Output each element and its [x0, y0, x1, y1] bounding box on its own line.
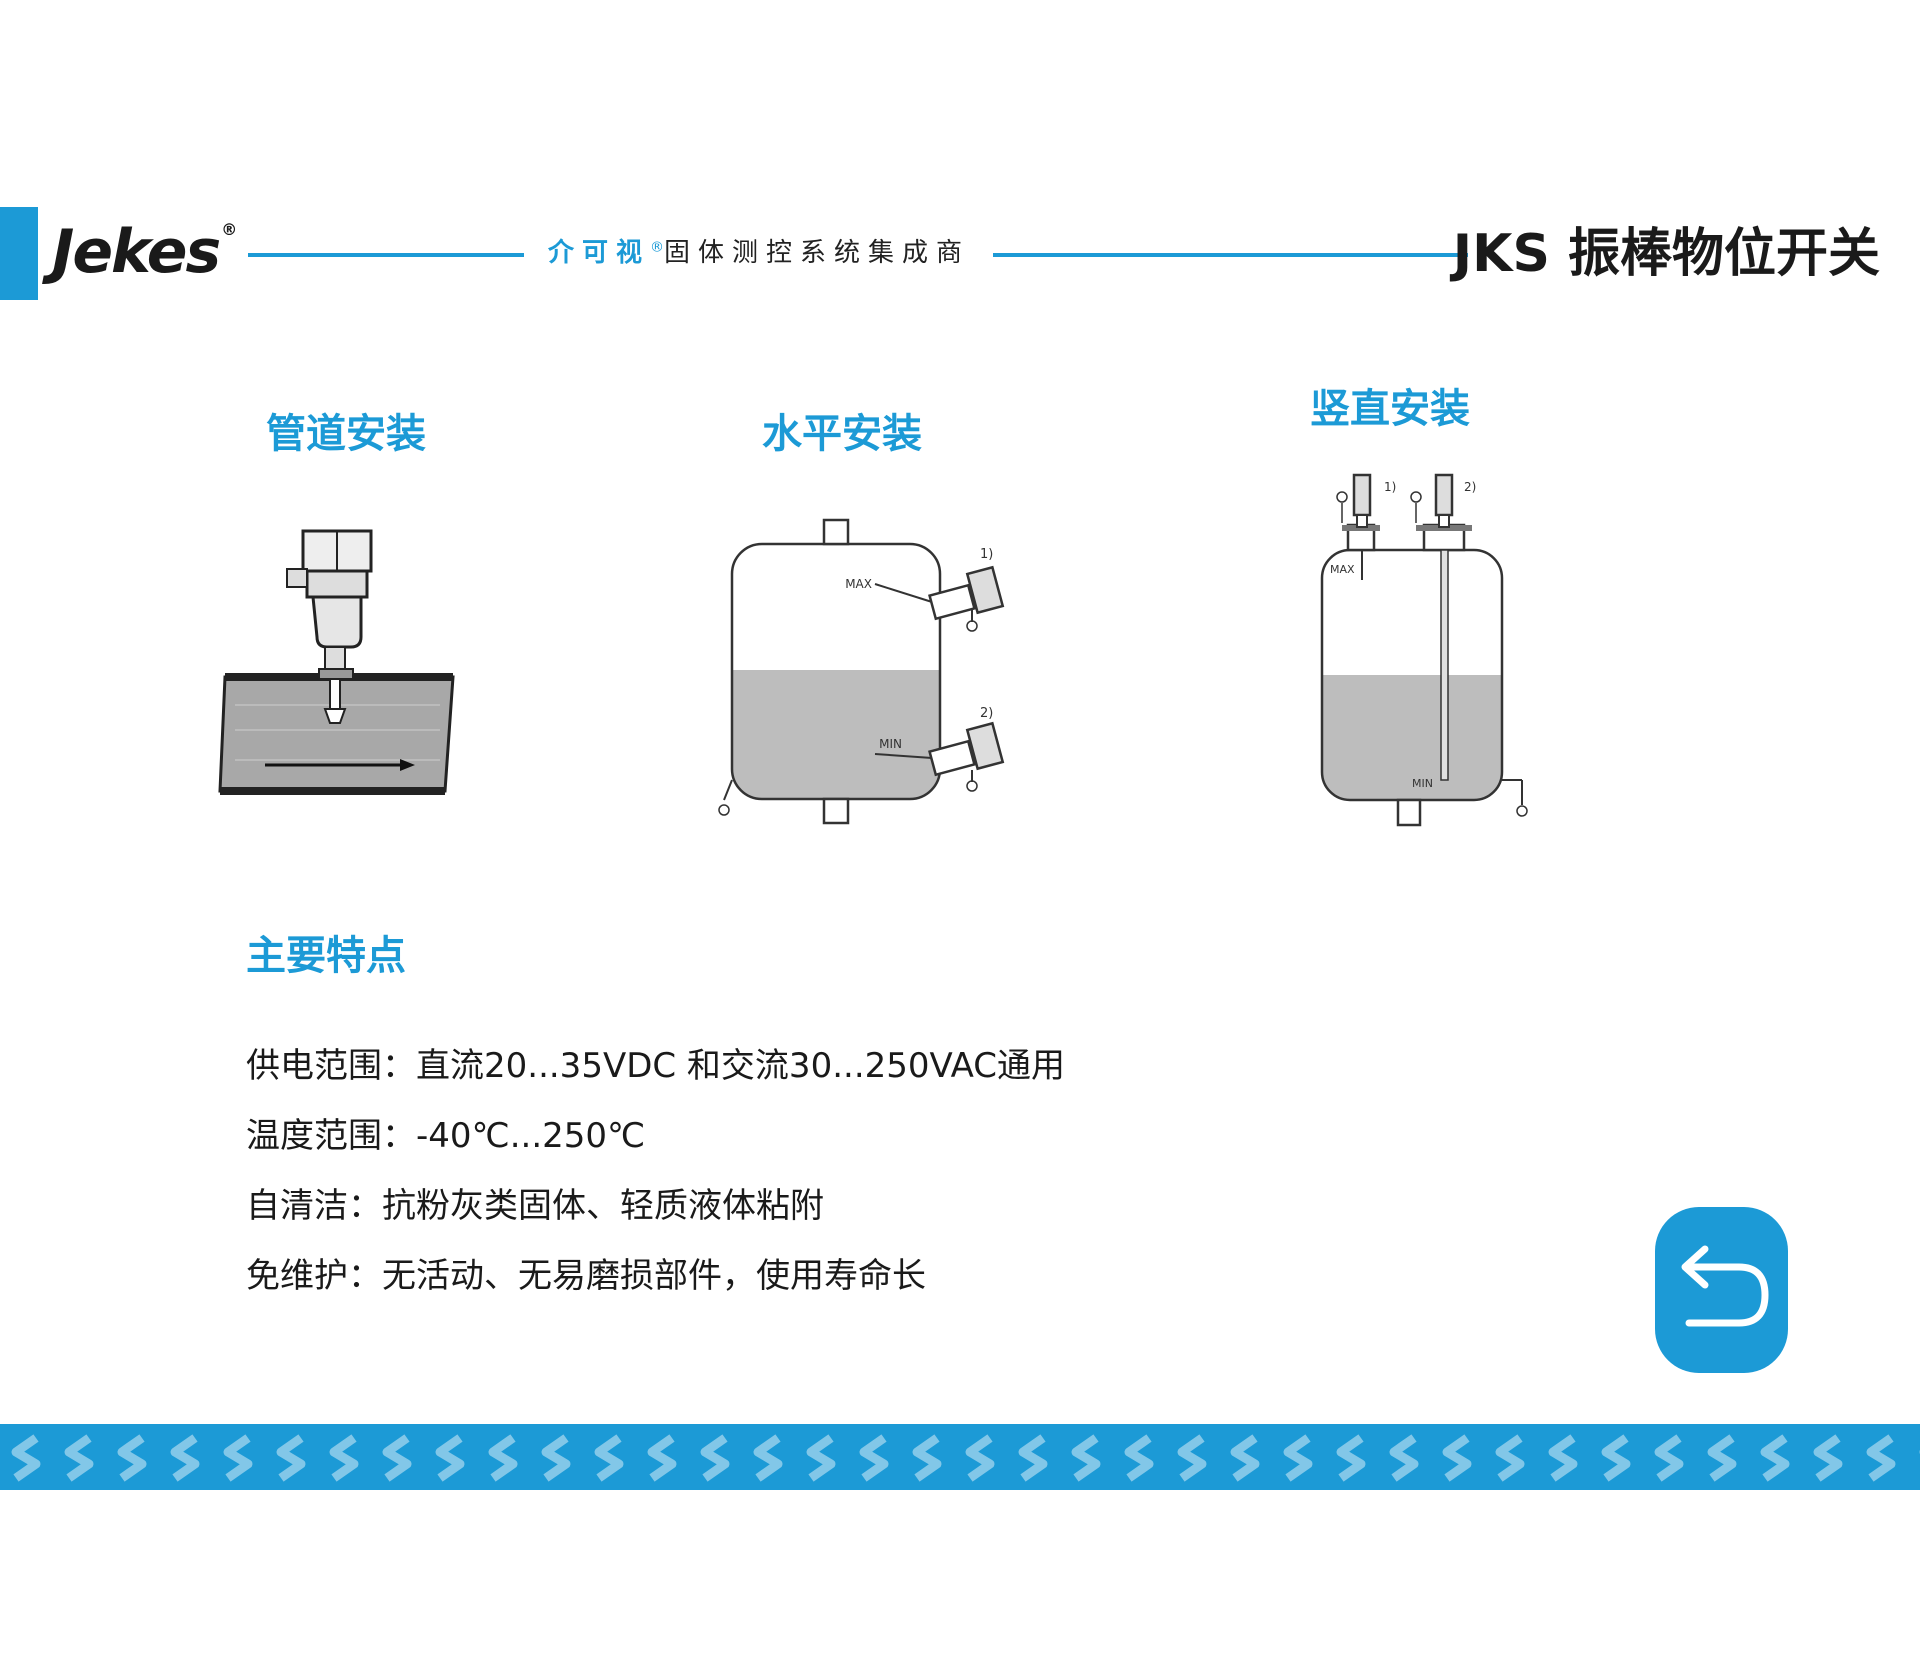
ground-symbol-icon — [966, 620, 978, 632]
logo-registered-mark: ® — [221, 220, 237, 239]
vertical-install-diagram: MAX MIN 1) 2) — [1320, 473, 1528, 827]
header-accent-tab — [0, 207, 38, 300]
chevron-pattern — [11, 1434, 1920, 1482]
vibrating-rod-switch — [286, 529, 373, 724]
horizontal-install-title: 水平安装 — [762, 411, 922, 457]
max-label: MAX — [845, 577, 872, 591]
chevron-mark — [329, 1434, 359, 1482]
chevron-mark — [1760, 1434, 1790, 1482]
feature-maintenance-free: 免维护：无活动、无易磨损部件，使用寿命长 — [246, 1256, 926, 1296]
chevron-mark — [1071, 1434, 1101, 1482]
chevron-mark — [1548, 1434, 1578, 1482]
back-button[interactable] — [1655, 1207, 1788, 1373]
pipe-install-diagram — [218, 529, 455, 795]
tagline-brand: 介可视 — [548, 238, 651, 268]
min-switch — [1410, 473, 1472, 781]
marker-1: 1) — [980, 547, 993, 562]
chevron-mark — [1283, 1434, 1313, 1482]
tank — [1320, 548, 1528, 827]
chevron-mark — [1336, 1434, 1366, 1482]
chevron-mark — [965, 1434, 995, 1482]
min-label: MIN — [1412, 777, 1433, 790]
chevron-mark — [1813, 1434, 1843, 1482]
feature-power-range: 供电范围：直流20...35VDC 和交流30...250VAC通用 — [246, 1046, 1066, 1086]
ground-symbol-icon — [718, 804, 730, 816]
horizontal-install-diagram: MAX MIN 1) 2) — [718, 518, 1005, 825]
chevron-mark — [488, 1434, 518, 1482]
features-title: 主要特点 — [246, 933, 406, 979]
header-tagline: 介可视®固体测控系统集成商 — [548, 238, 970, 269]
chevron-mark — [1230, 1434, 1260, 1482]
tank-ground — [718, 779, 733, 816]
max-label: MAX — [1330, 563, 1355, 576]
vertical-install-title: 竖直安装 — [1310, 386, 1470, 432]
marker-2: 2) — [1464, 480, 1476, 494]
tagline-registered-mark: ® — [650, 239, 665, 256]
chevron-mark — [647, 1434, 677, 1482]
marker-2: 2) — [980, 706, 993, 721]
chevron-mark — [859, 1434, 889, 1482]
min-label: MIN — [879, 737, 902, 751]
header-rule-right — [993, 253, 1468, 257]
min-switch — [874, 721, 1005, 792]
chevron-mark — [435, 1434, 465, 1482]
chevron-mark — [541, 1434, 571, 1482]
logo-text: Jekes — [52, 217, 221, 287]
pipe-install-title: 管道安装 — [266, 411, 426, 457]
ground-symbol-icon — [966, 780, 978, 792]
chevron-mark — [1601, 1434, 1631, 1482]
chevron-mark — [806, 1434, 836, 1482]
chevron-mark — [700, 1434, 730, 1482]
chevron-mark — [382, 1434, 412, 1482]
tank — [730, 518, 942, 825]
chevron-mark — [753, 1434, 783, 1482]
ground-symbol-icon — [1336, 491, 1348, 503]
chevron-mark — [1018, 1434, 1048, 1482]
chevron-mark — [64, 1434, 94, 1482]
chevron-mark — [1654, 1434, 1684, 1482]
chevron-mark — [170, 1434, 200, 1482]
chevron-mark — [276, 1434, 306, 1482]
chevron-mark — [1389, 1434, 1419, 1482]
page-title: JKS 振棒物位开关 — [1452, 224, 1880, 284]
ground-symbol-icon — [1516, 805, 1528, 817]
chevron-mark — [1177, 1434, 1207, 1482]
footer-band — [0, 1424, 1920, 1490]
feature-self-cleaning: 自清洁：抗粉灰类固体、轻质液体粘附 — [246, 1186, 824, 1226]
chevron-mark — [1866, 1434, 1896, 1482]
chevron-mark — [11, 1434, 41, 1482]
return-arrow-icon — [1681, 1245, 1769, 1327]
tank-liquid — [1322, 675, 1502, 800]
max-switch — [1336, 473, 1380, 580]
chevron-mark — [223, 1434, 253, 1482]
flow-arrow-icon — [265, 759, 415, 771]
max-switch — [874, 565, 1005, 632]
chevron-mark — [1495, 1434, 1525, 1482]
chevron-mark — [1707, 1434, 1737, 1482]
header-rule-left — [248, 253, 524, 257]
jekes-logo: Jekes® — [52, 220, 237, 283]
marker-1: 1) — [1384, 480, 1396, 494]
chevron-mark — [1124, 1434, 1154, 1482]
feature-temperature-range: 温度范围：-40℃...250℃ — [246, 1116, 646, 1156]
chevron-mark — [912, 1434, 942, 1482]
chevron-mark — [1442, 1434, 1472, 1482]
ground-symbol-icon — [1410, 491, 1422, 503]
chevron-mark — [594, 1434, 624, 1482]
tank-liquid — [732, 670, 940, 799]
chevron-mark — [117, 1434, 147, 1482]
tagline-text: 固体测控系统集成商 — [664, 238, 971, 268]
